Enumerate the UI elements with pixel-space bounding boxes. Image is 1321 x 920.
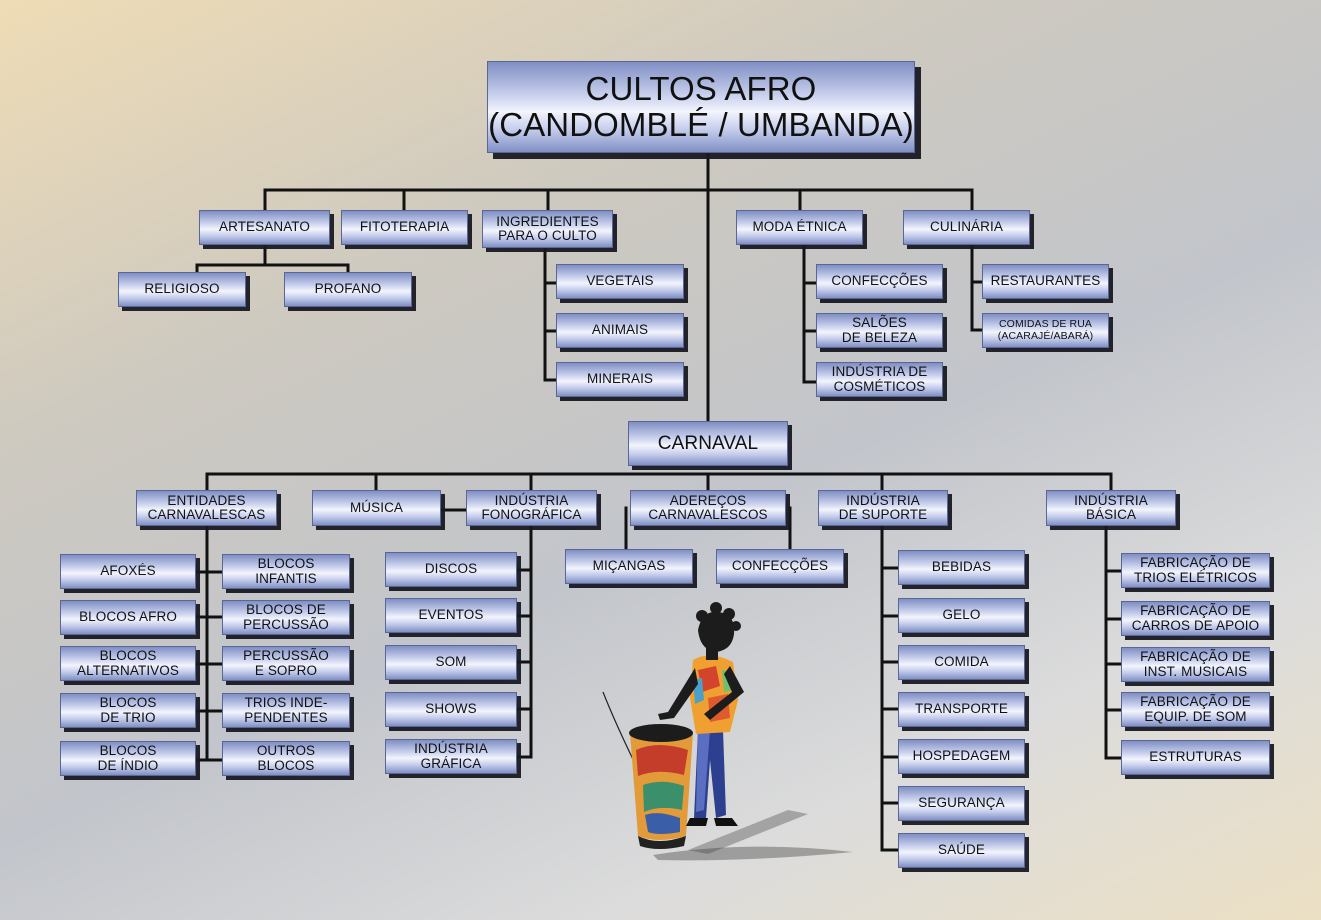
node-outros-blocos: OUTROS BLOCOS bbox=[222, 741, 350, 776]
node-artesanato: ARTESANATO bbox=[199, 210, 330, 245]
node-profano: PROFANO bbox=[284, 272, 412, 307]
node-fonografica: INDÚSTRIA FONOGRÁFICA bbox=[466, 490, 597, 526]
node-discos: DISCOS bbox=[385, 552, 517, 587]
node-blocos-infantis: BLOCOS INFANTIS bbox=[222, 554, 350, 589]
node-blocos-de-indio: BLOCOS DE ÍNDIO bbox=[60, 741, 196, 776]
node-trios-eletricos: FABRICAÇÃO DE TRIOS ELÉTRICOS bbox=[1121, 553, 1270, 588]
node-cosmeticos: INDÚSTRIA DE COSMÉTICOS bbox=[816, 362, 943, 397]
node-industria-basica: INDÚSTRIA BÁSICA bbox=[1046, 490, 1176, 526]
node-equip-de-som: FABRICAÇÃO DE EQUIP. DE SOM bbox=[1121, 692, 1270, 727]
node-moda-etnica: MODA ÉTNICA bbox=[736, 210, 863, 245]
node-comidas-de-rua: COMIDAS DE RUA (ACARAJÉ/ABARÁ) bbox=[982, 313, 1109, 348]
node-hospedagem: HOSPEDAGEM bbox=[898, 739, 1025, 774]
node-carnaval: CARNAVAL bbox=[628, 421, 788, 466]
node-transporte: TRANSPORTE bbox=[898, 692, 1025, 727]
node-micangas: MIÇANGAS bbox=[565, 549, 693, 584]
node-estruturas: ESTRUTURAS bbox=[1121, 740, 1270, 775]
node-saloes: SALÕES DE BELEZA bbox=[816, 313, 943, 348]
drummer-illustration bbox=[602, 602, 853, 861]
root-node: CULTOS AFRO (CANDOMBLÉ / UMBANDA) bbox=[487, 61, 915, 153]
node-vegetais: VEGETAIS bbox=[556, 264, 684, 299]
node-percussao-e-sopro: PERCUSSÃO E SOPRO bbox=[222, 646, 350, 681]
node-blocos-afro: BLOCOS AFRO bbox=[60, 600, 196, 635]
node-comida: COMIDA bbox=[898, 645, 1025, 680]
node-blocos-de-trio: BLOCOS DE TRIO bbox=[60, 693, 196, 728]
node-carros-de-apoio: FABRICAÇÃO DE CARROS DE APOIO bbox=[1121, 601, 1270, 636]
node-industria-grafica: INDÚSTRIA GRÁFICA bbox=[385, 739, 517, 774]
node-som: SOM bbox=[385, 645, 517, 680]
node-eventos: EVENTOS bbox=[385, 598, 517, 633]
node-trios-independentes: TRIOS INDE- PENDENTES bbox=[222, 693, 350, 728]
node-seguranca: SEGURANÇA bbox=[898, 786, 1025, 821]
node-inst-musicais: FABRICAÇÃO DE INST. MUSICAIS bbox=[1121, 647, 1270, 682]
node-confeccoes-aderecos: CONFECÇÕES bbox=[716, 549, 844, 584]
node-gelo: GELO bbox=[898, 598, 1025, 633]
node-saude: SAÚDE bbox=[898, 833, 1025, 868]
node-afoxes: AFOXÉS bbox=[60, 554, 196, 589]
node-aderecos: ADEREÇOS CARNAVALESCOS bbox=[630, 490, 786, 526]
node-blocos-alternativos: BLOCOS ALTERNATIVOS bbox=[60, 646, 196, 681]
node-animais: ANIMAIS bbox=[556, 313, 684, 348]
node-minerais: MINERAIS bbox=[556, 362, 684, 397]
node-religioso: RELIGIOSO bbox=[118, 272, 246, 307]
node-culinaria: CULINÁRIA bbox=[903, 210, 1030, 245]
node-blocos-de-percussao: BLOCOS DE PERCUSSÃO bbox=[222, 600, 350, 635]
node-entidades: ENTIDADES CARNAVALESCAS bbox=[136, 490, 277, 526]
node-confeccoes-moda: CONFECÇÕES bbox=[816, 264, 943, 299]
node-shows: SHOWS bbox=[385, 692, 517, 727]
node-musica: MÚSICA bbox=[312, 490, 441, 526]
node-ingredientes: INGREDIENTES PARA O CULTO bbox=[482, 210, 613, 248]
node-restaurantes: RESTAURANTES bbox=[982, 264, 1109, 299]
node-industria-de-suporte: INDÚSTRIA DE SUPORTE bbox=[818, 490, 948, 526]
node-fitoterapia: FITOTERAPIA bbox=[341, 210, 468, 245]
node-bebidas: BEBIDAS bbox=[898, 550, 1025, 585]
